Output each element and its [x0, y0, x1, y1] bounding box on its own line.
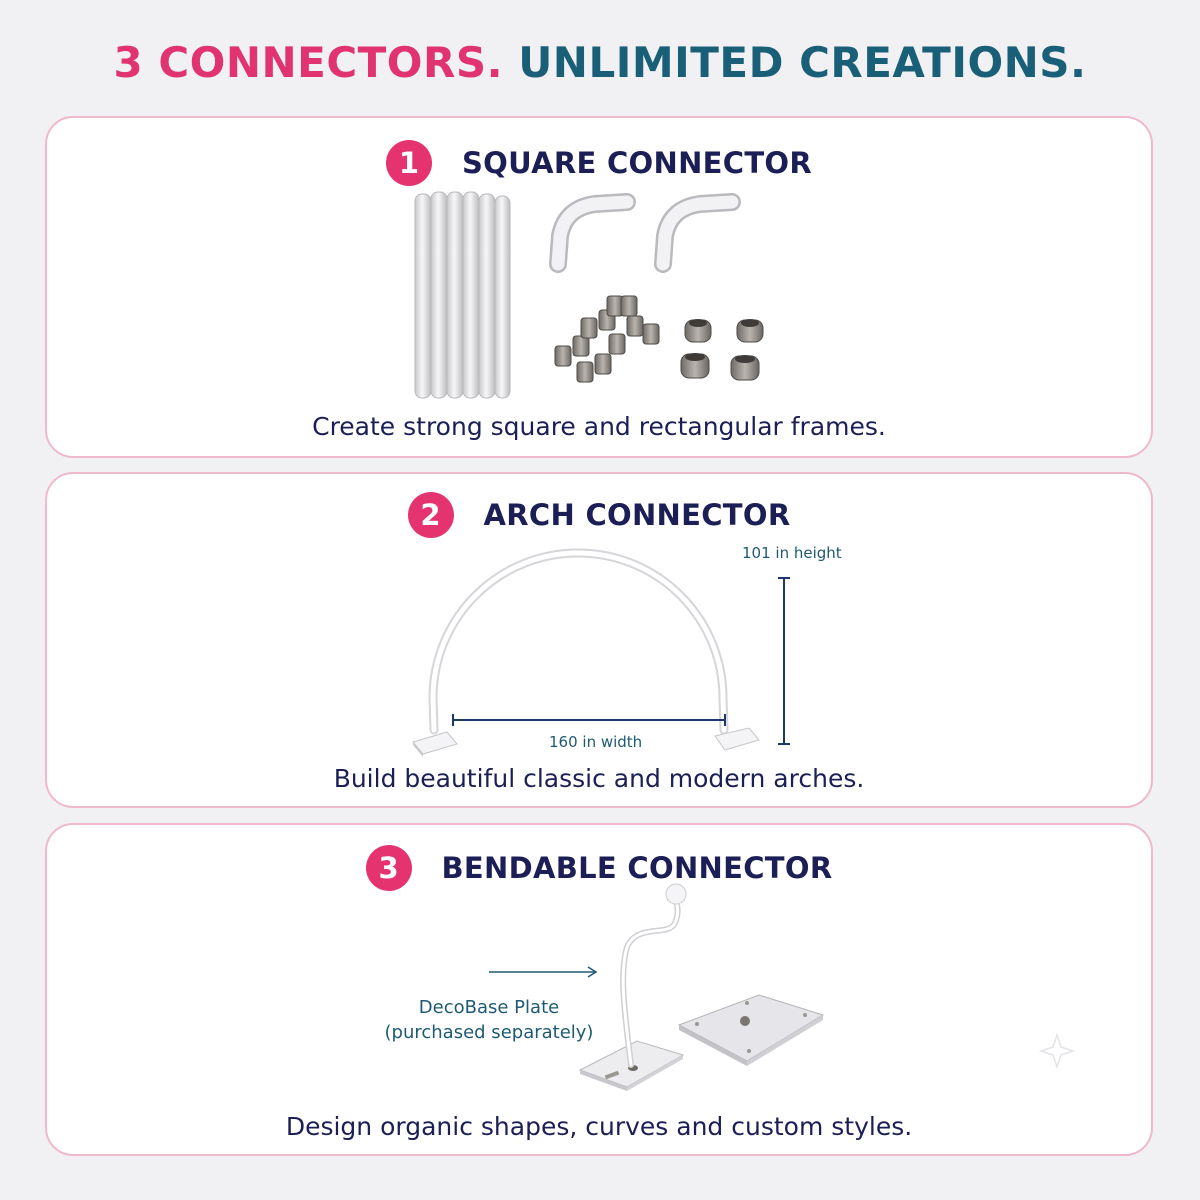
arch-illustration	[412, 548, 790, 757]
panel-header: 1 SQUARE CONNECTOR	[47, 140, 1151, 186]
arrow-icon	[489, 966, 598, 978]
panel-arch-connector: 2 ARCH CONNECTOR 101 in height 160 in wi…	[45, 472, 1153, 808]
panel-header: 2 ARCH CONNECTOR	[47, 492, 1151, 538]
square-connector-kit-illustration	[414, 191, 764, 399]
sparkle-icon	[1038, 1032, 1076, 1070]
elbow-pipes	[549, 193, 741, 273]
arch-base-plates	[412, 727, 760, 757]
straight-pipes	[414, 191, 511, 399]
panel-title: SQUARE CONNECTOR	[461, 146, 812, 180]
headline-part1: 3 CONNECTORS.	[113, 38, 504, 87]
number-badge: 1	[385, 140, 432, 186]
number-badge: 3	[365, 845, 412, 891]
decobase-plate-note: (purchased separately)	[384, 1022, 594, 1043]
decobase-plate	[677, 994, 825, 1066]
metal-connectors	[554, 295, 660, 383]
panel-caption: Build beautiful classic and modern arche…	[333, 764, 865, 793]
panel-caption: Design organic shapes, curves and custom…	[285, 1112, 913, 1141]
width-label: 160 in width	[549, 733, 643, 751]
width-dimension-line	[452, 714, 726, 726]
headline: 3 CONNECTORS. UNLIMITED CREATIONS.	[0, 38, 1200, 87]
arch-tube	[428, 548, 729, 735]
decobase-plate-with-rod	[578, 883, 687, 1091]
headline-part2: UNLIMITED CREATIONS.	[518, 38, 1087, 87]
metal-rings	[680, 319, 764, 381]
height-dimension-line	[778, 577, 790, 745]
decobase-plate-name: DecoBase Plate	[418, 997, 560, 1018]
panel-bendable-connector: 3 BENDABLE CONNECTOR	[45, 823, 1153, 1156]
panel-title: ARCH CONNECTOR	[483, 498, 791, 532]
decobase-plate-label: DecoBase Plate (purchased separately)	[374, 995, 604, 1045]
bendable-connector-illustration	[489, 883, 1076, 1091]
height-label: 101 in height	[742, 544, 842, 562]
panel-title: BENDABLE CONNECTOR	[441, 851, 833, 885]
panel-square-connector: 1 SQUARE CONNECTOR	[45, 116, 1153, 458]
panel-header: 3 BENDABLE CONNECTOR	[47, 845, 1151, 891]
number-badge: 2	[407, 492, 454, 538]
panel-caption: Create strong square and rectangular fra…	[312, 412, 886, 441]
